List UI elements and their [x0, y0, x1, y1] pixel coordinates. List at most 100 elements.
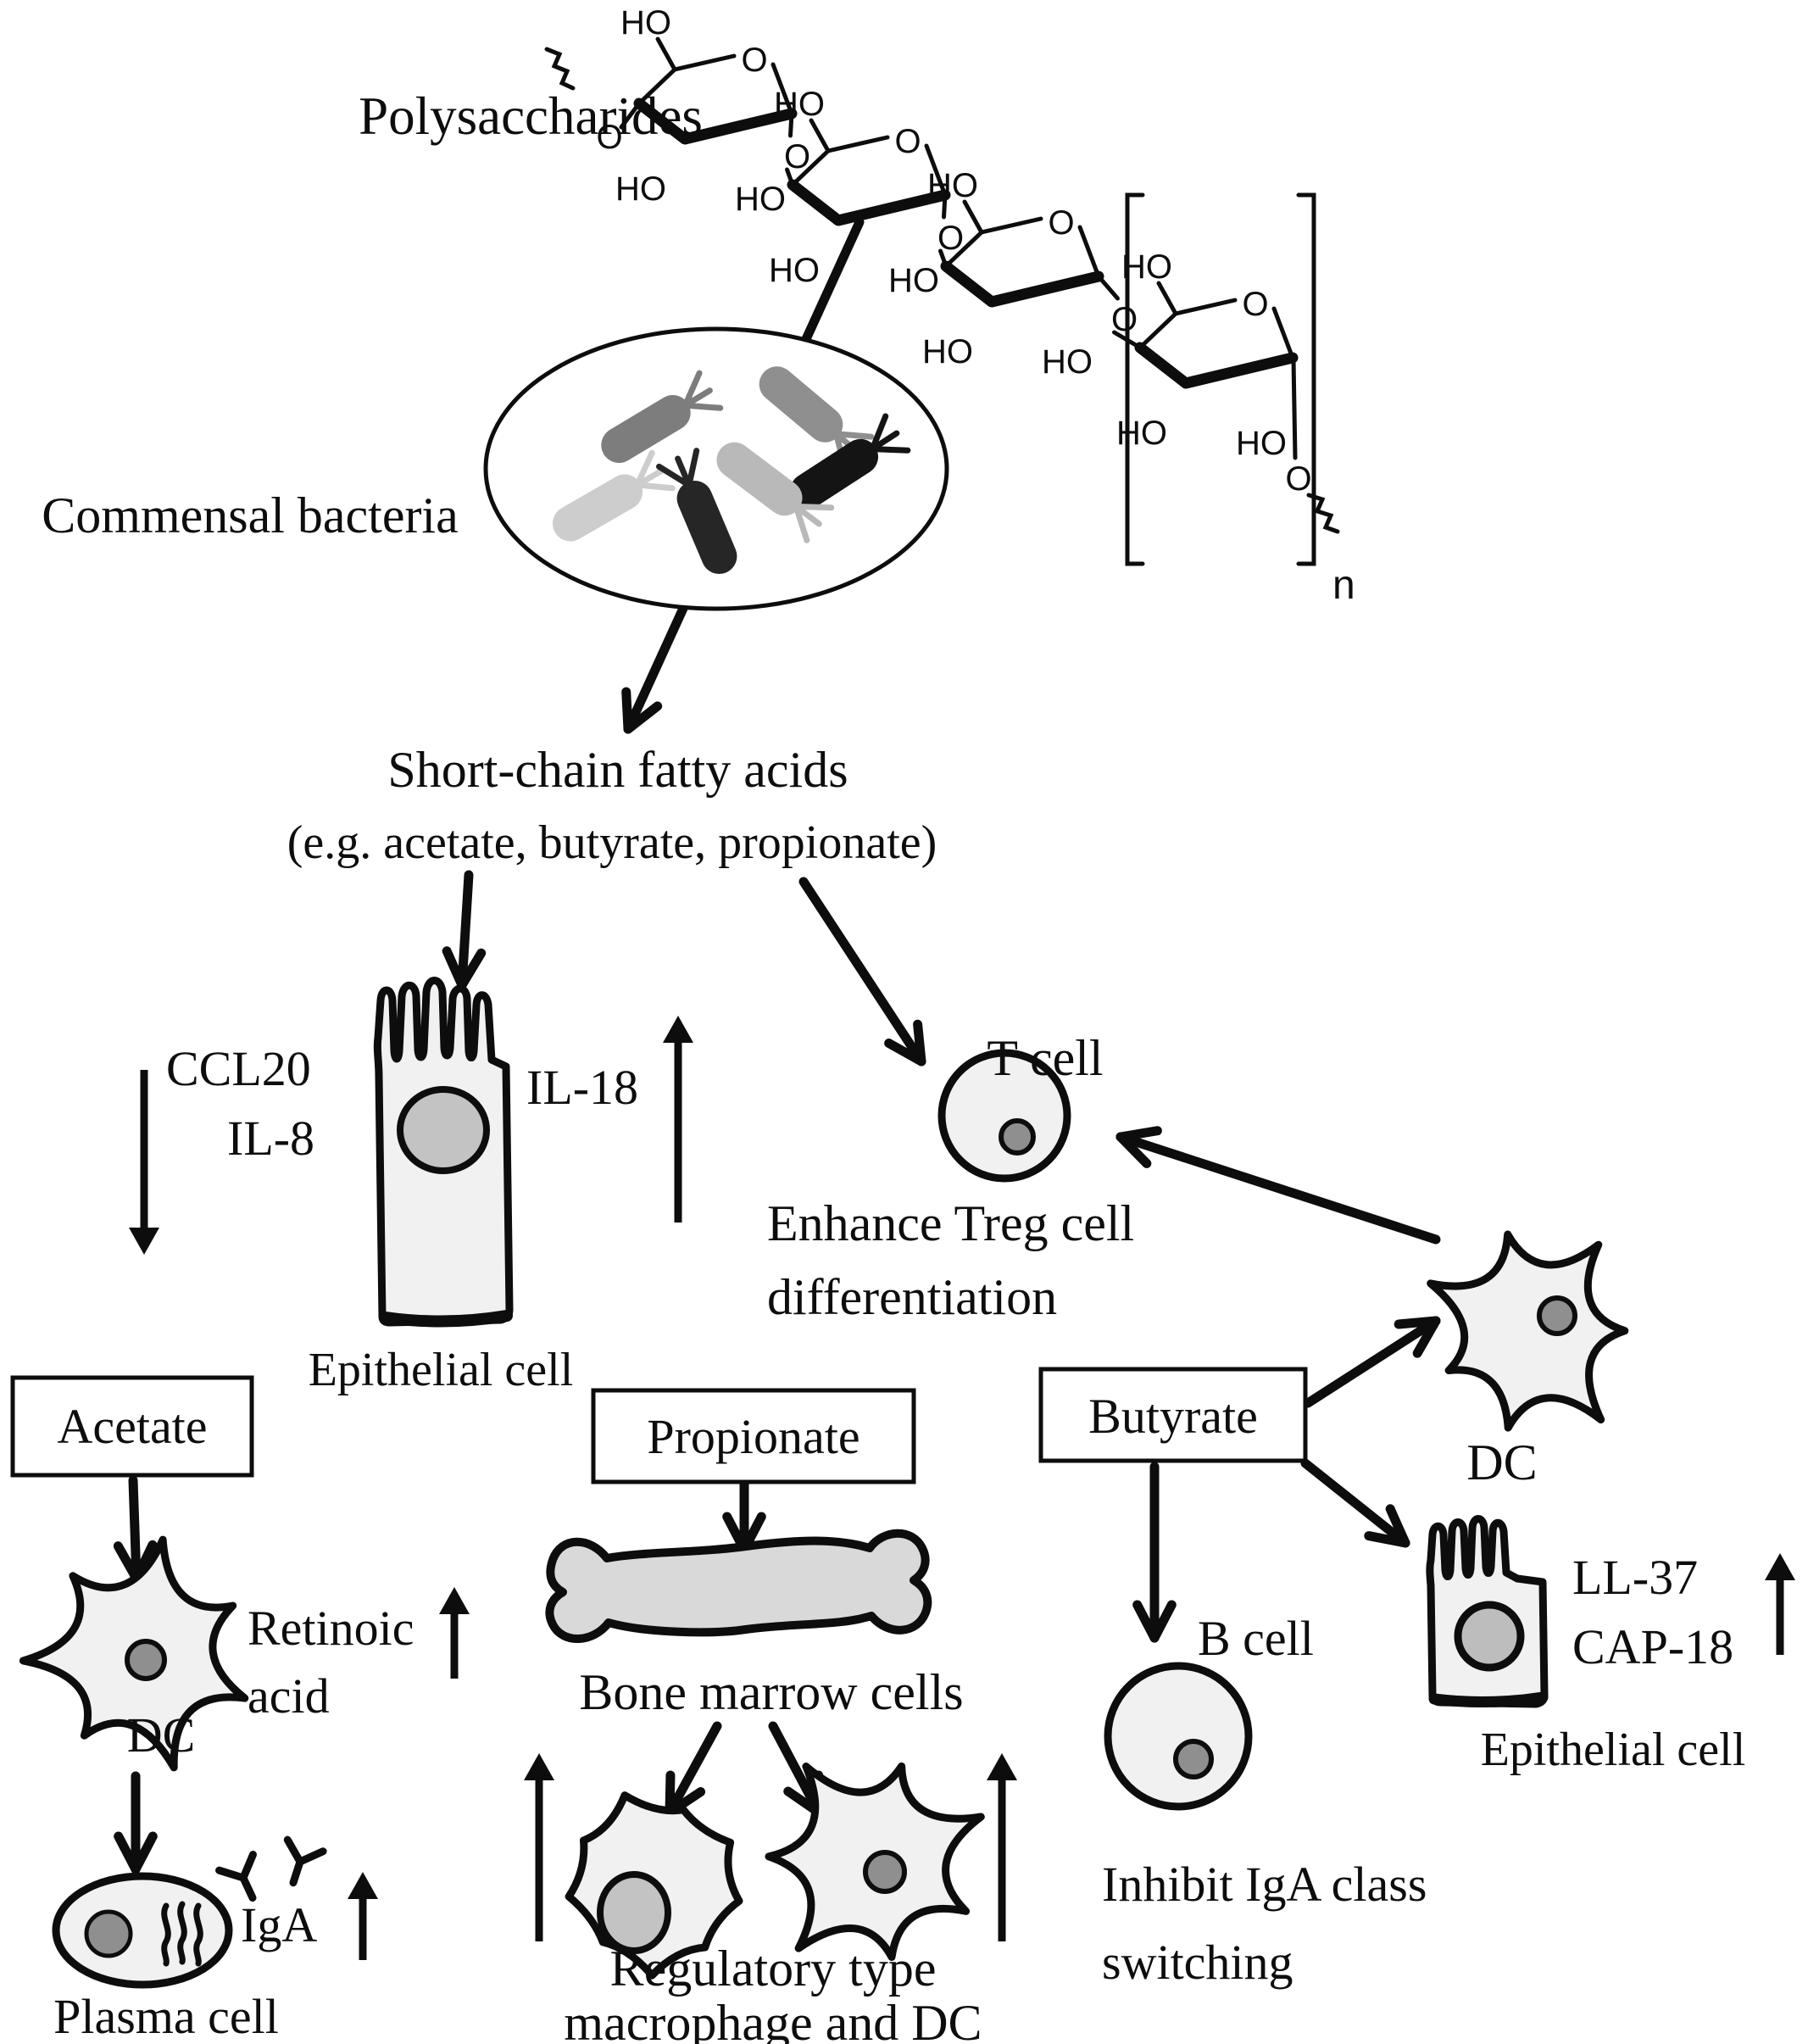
arrow-propionate-to-bone: [722, 1479, 766, 1555]
il18-label: IL-18: [526, 1060, 638, 1115]
regulatory-line1: Regulatory type: [610, 1941, 937, 1997]
arrow-butyrate-to-dc: [1303, 1316, 1441, 1408]
bone-marrow-label: Bone marrow cells: [579, 1664, 963, 1720]
atom-label: HO: [1116, 415, 1167, 452]
t-cell-label: T cell: [987, 1030, 1103, 1086]
bone-icon: [545, 1529, 932, 1643]
atom-label: O: [741, 42, 767, 79]
b-cell-label: B cell: [1198, 1611, 1314, 1666]
butyrate-box: [1038, 1367, 1308, 1463]
acetate-box-label: Acetate: [57, 1399, 207, 1454]
plasma-cell-nucleus: [84, 1909, 133, 1958]
atom-label: O: [1285, 460, 1311, 498]
regulatory-dc: [765, 1762, 985, 1961]
acid-label: acid: [248, 1668, 330, 1724]
dendritic-cell-left: [19, 1535, 249, 1772]
epithelial-right-label: Epithelial cell: [1481, 1724, 1746, 1776]
dendritic-cell-right: [1427, 1230, 1629, 1432]
epithelial-cell-left: [373, 977, 514, 1328]
regulatory-dc-nucleus: [863, 1850, 907, 1894]
macrophage-nucleus: [597, 1871, 671, 1954]
b-cell-nucleus: [1173, 1739, 1214, 1779]
arrow-dc-to-plasma: [114, 1771, 158, 1874]
scfa-title: Short-chain fatty acids: [387, 742, 848, 798]
bacterium-icon: [552, 449, 676, 542]
arrow-bone-to-macrophage: [665, 1721, 722, 1818]
regulatory-macrophage: [565, 1791, 743, 1980]
plasma-cell: [52, 1872, 233, 1989]
arrow-il18-up: [663, 1016, 693, 1223]
plasma-er-lines: [161, 1901, 203, 1967]
dendritic-cell-right-nucleus: [1537, 1295, 1577, 1336]
atom-label: O: [596, 119, 622, 156]
epithelial-right-nucleus: [1454, 1601, 1525, 1672]
butyrate-box-label: Butyrate: [1088, 1389, 1258, 1444]
arrow-scfa-to-epithelial: [442, 870, 487, 990]
atom-label: O: [1048, 204, 1074, 242]
arrow-butyrate-to-bcell: [1132, 1462, 1177, 1643]
plasma-cell-label: Plasma cell: [53, 1989, 279, 2044]
arrow-dc-to-tcell: [1115, 1126, 1441, 1245]
enhance-treg-line2: differentiation: [767, 1269, 1057, 1325]
dendritic-cell-left-nucleus: [125, 1639, 167, 1681]
inhibit-line2: switching: [1102, 1935, 1293, 1990]
atom-label: O: [1242, 286, 1268, 323]
arrow-iga-up: [348, 1872, 378, 1960]
repeat-bracket-right: [1296, 192, 1316, 566]
epithelial-left-nucleus: [397, 1086, 490, 1174]
atom-label: HO: [888, 262, 939, 299]
arrow-macrophage-up: [524, 1753, 554, 1941]
epithelial-cell-right: [1426, 1515, 1549, 1708]
bacterium-icon: [601, 370, 724, 464]
dc-right-label: DC: [1466, 1434, 1537, 1490]
epithelial-left-label: Epithelial cell: [309, 1344, 574, 1396]
enhance-treg-line1: Enhance Treg cell: [767, 1195, 1134, 1251]
acetate-box: [10, 1375, 254, 1478]
repeat-n-label: n: [1332, 563, 1355, 608]
propionate-box-label: Propionate: [647, 1409, 859, 1464]
atom-label: HO: [735, 181, 786, 218]
t-cell-nucleus: [999, 1118, 1036, 1156]
inhibit-line1: Inhibit IgA class: [1102, 1857, 1427, 1912]
arrow-regdc-up: [987, 1753, 1017, 1941]
arrow-scfa-to-tcell: [798, 877, 926, 1067]
atom-label: HO: [1236, 425, 1287, 462]
iga-label: IgA: [241, 1897, 317, 1952]
regulatory-line2: macrophage and DC: [564, 1995, 982, 2044]
chain-start-squiggle: [544, 47, 576, 91]
atom-label: HO: [620, 4, 671, 42]
commensal-bacteria-oval: [483, 326, 949, 611]
bacterium-icon: [716, 442, 835, 543]
arrow-retinoic-up: [439, 1587, 470, 1679]
cap18-label: CAP-18: [1572, 1619, 1733, 1674]
ccl20-label: CCL20: [166, 1041, 311, 1096]
atom-label: HO: [774, 86, 825, 123]
scfa-subtitle: (e.g. acetate, butyrate, propionate): [287, 816, 937, 869]
atom-label: O: [1111, 301, 1138, 338]
atom-label: HO: [1121, 248, 1172, 286]
atom-label: HO: [615, 170, 666, 208]
repeat-bracket-left: [1125, 192, 1145, 566]
atom-label: O: [894, 123, 921, 160]
arrow-ll37-up: [1765, 1553, 1795, 1655]
il8-label: IL-8: [227, 1111, 314, 1166]
atom-label: HO: [769, 252, 820, 289]
arrow-ccl20-down: [129, 1070, 159, 1255]
t-cell: [937, 1049, 1071, 1183]
propionate-box: [591, 1388, 916, 1484]
dc-left-label: DC: [127, 1707, 196, 1763]
b-cell: [1104, 1662, 1253, 1811]
ll37-label: LL-37: [1572, 1550, 1698, 1605]
atom-label: HO: [927, 167, 978, 204]
bacterium-icon: [656, 448, 737, 575]
bacteria-group: [552, 366, 911, 575]
commensal-bacteria-label: Commensal bacteria: [42, 487, 458, 543]
retinoic-label: Retinoic: [248, 1601, 414, 1656]
antibody-iga-icons: [215, 1835, 327, 1902]
arrow-butyrate-to-epithelial: [1300, 1458, 1410, 1548]
